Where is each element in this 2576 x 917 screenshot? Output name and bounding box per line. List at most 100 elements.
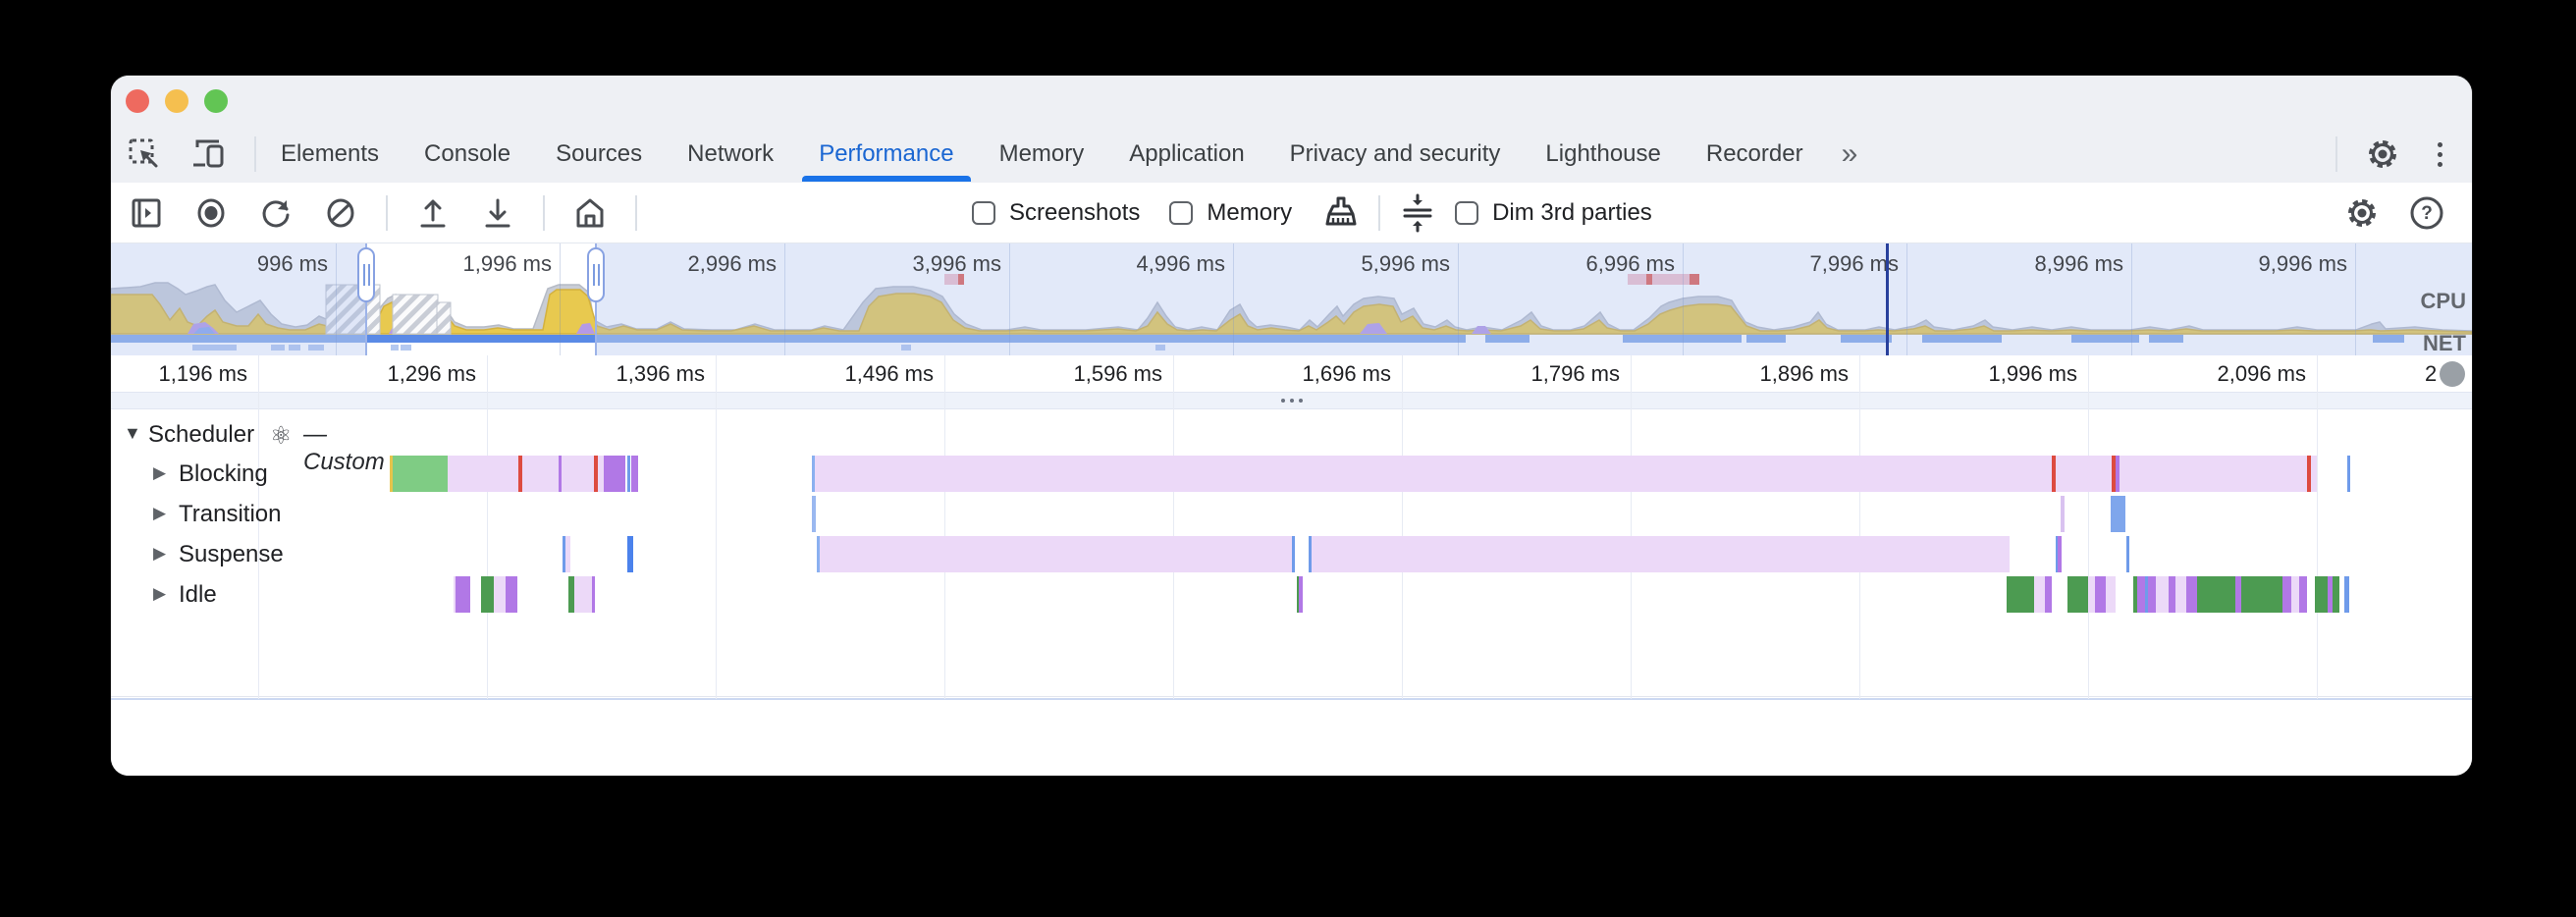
flame-event[interactable] (592, 576, 595, 613)
inspect-element-icon[interactable] (125, 135, 164, 174)
flame-event[interactable] (2333, 576, 2339, 613)
flame-event[interactable] (2299, 576, 2307, 613)
flame-event[interactable] (2137, 576, 2145, 613)
flame-event[interactable] (1309, 536, 1312, 572)
flame-event[interactable] (2186, 576, 2197, 613)
flame-event[interactable] (518, 456, 522, 492)
expand-arrow-icon[interactable]: ▶ (153, 463, 167, 482)
tab-elements[interactable]: Elements (281, 140, 380, 167)
flame-event[interactable] (574, 576, 592, 613)
flame-event[interactable] (815, 456, 2052, 492)
flame-event[interactable] (2106, 576, 2116, 613)
flame-event[interactable] (2126, 536, 2129, 572)
flame-event[interactable] (2169, 576, 2175, 613)
flame-event[interactable] (390, 456, 393, 492)
expand-arrow-icon[interactable]: ▶ (153, 544, 167, 563)
flame-event[interactable] (2344, 576, 2349, 613)
flame-event[interactable] (2156, 576, 2169, 613)
help-icon[interactable]: ? (2407, 193, 2446, 233)
flame-event[interactable] (2061, 496, 2065, 532)
flame-event[interactable] (598, 456, 604, 492)
record-and-reload-icon[interactable] (256, 193, 295, 233)
flame-event[interactable] (1299, 576, 1303, 613)
flame-event[interactable] (1292, 536, 1295, 572)
close-window-button[interactable] (126, 89, 149, 113)
tab-recorder[interactable]: Recorder (1705, 140, 1803, 167)
customize-devtools-kebab-icon[interactable] (2428, 138, 2452, 171)
flame-event[interactable] (627, 456, 630, 492)
flame-event[interactable] (812, 496, 816, 532)
flame-event[interactable] (2241, 576, 2282, 613)
flame-event[interactable] (448, 456, 518, 492)
flame-event[interactable] (2133, 576, 2137, 613)
flame-event[interactable] (2045, 576, 2052, 613)
record-icon[interactable] (191, 193, 231, 233)
flame-event[interactable] (393, 456, 448, 492)
home-icon[interactable] (570, 193, 610, 233)
flame-event[interactable] (2111, 496, 2125, 532)
flame-event[interactable] (2112, 456, 2116, 492)
flame-event[interactable] (568, 576, 574, 613)
flame-event[interactable] (2197, 576, 2235, 613)
flame-event[interactable] (2347, 456, 2350, 492)
flame-event[interactable] (2175, 576, 2186, 613)
memory-checkbox[interactable] (1169, 201, 1194, 225)
flame-event[interactable] (522, 456, 559, 492)
dim-3rd-parties-checkbox[interactable] (1455, 201, 1479, 225)
toggle-sidebar-icon[interactable] (127, 193, 166, 233)
flame-event[interactable] (2058, 536, 2062, 572)
tab-application[interactable]: Application (1129, 140, 1245, 167)
collapse-arrow-icon[interactable]: ▼ (124, 423, 141, 443)
flame-event[interactable] (817, 536, 820, 572)
flame-event[interactable] (2056, 456, 2112, 492)
flame-event[interactable] (2315, 576, 2328, 613)
upload-profile-icon[interactable] (413, 193, 453, 233)
flame-event[interactable] (2291, 576, 2299, 613)
flame-event[interactable] (2052, 456, 2056, 492)
flame-event[interactable] (1297, 576, 1299, 613)
tab-console[interactable]: Console (424, 140, 511, 167)
flame-event[interactable] (2034, 576, 2045, 613)
tab-sources[interactable]: Sources (556, 140, 643, 167)
flame-event[interactable] (2282, 576, 2291, 613)
flame-event[interactable] (2007, 576, 2034, 613)
flame-event[interactable] (456, 576, 470, 613)
flame-event[interactable] (481, 576, 494, 613)
flame-event[interactable] (506, 576, 517, 613)
flame-event[interactable] (2235, 576, 2241, 613)
flame-event[interactable] (2120, 456, 2307, 492)
flame-event[interactable] (627, 536, 633, 572)
flame-event[interactable] (2148, 576, 2156, 613)
capture-settings-gear-icon[interactable] (2342, 193, 2382, 233)
flame-event[interactable] (494, 576, 506, 613)
toggle-device-toolbar-icon[interactable] (189, 135, 229, 174)
devtools-settings-gear-icon[interactable] (2363, 135, 2402, 174)
flame-event[interactable] (604, 456, 625, 492)
selection-handle-left[interactable] (357, 247, 375, 302)
expand-arrow-icon[interactable]: ▶ (153, 584, 167, 603)
flame-event[interactable] (2088, 576, 2095, 613)
clear-icon[interactable] (321, 193, 360, 233)
flame-event[interactable] (2328, 576, 2333, 613)
flame-event[interactable] (559, 456, 562, 492)
flame-event[interactable] (563, 536, 565, 572)
selection-handle-right[interactable] (587, 247, 605, 302)
flame-event[interactable] (1312, 536, 2010, 572)
tab-performance[interactable]: Performance (796, 127, 976, 182)
flame-event[interactable] (2056, 536, 2058, 572)
flame-event[interactable] (631, 456, 638, 492)
flame-event[interactable] (594, 456, 598, 492)
download-profile-icon[interactable] (478, 193, 517, 233)
more-tabs-icon[interactable]: » (1841, 137, 1858, 170)
tab-network[interactable]: Network (687, 140, 775, 167)
flame-event[interactable] (2095, 576, 2106, 613)
flame-event[interactable] (562, 456, 594, 492)
expand-arrow-icon[interactable]: ▶ (153, 504, 167, 522)
collapse-sections-icon[interactable] (1398, 193, 1437, 233)
collect-garbage-brush-icon[interactable] (1321, 193, 1361, 233)
flame-event[interactable] (812, 456, 815, 492)
maximize-window-button[interactable] (204, 89, 228, 113)
minimize-window-button[interactable] (165, 89, 188, 113)
details-pane-divider[interactable] (111, 698, 2472, 700)
